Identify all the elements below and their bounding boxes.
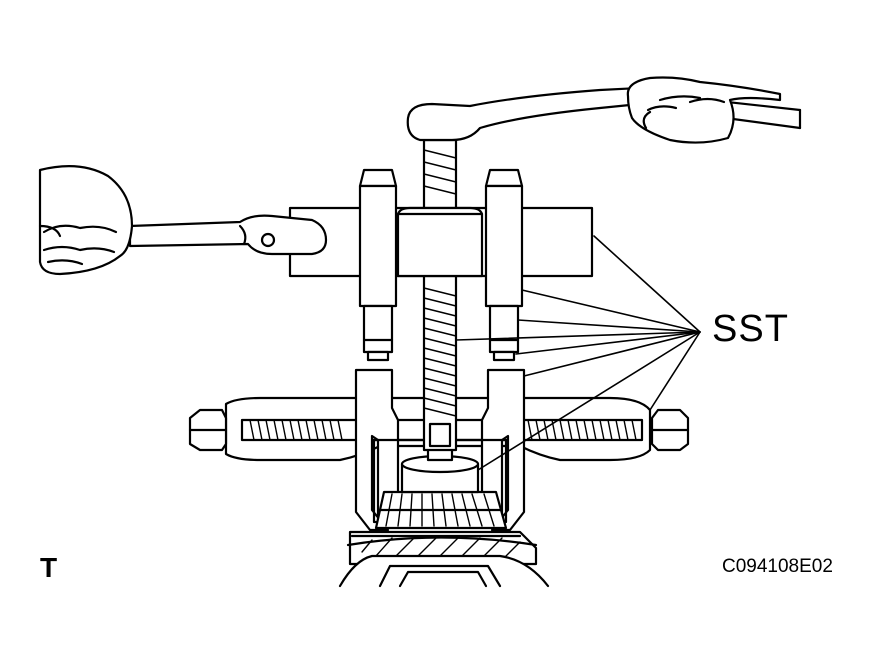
tapered-roller-bearing	[374, 444, 508, 530]
figure-code: C094108E02	[722, 556, 833, 577]
sst-leader-lines	[455, 235, 701, 471]
view-letter: T	[40, 552, 58, 583]
left-wrench-and-hand	[38, 165, 328, 276]
puller-yoke	[288, 168, 594, 362]
differential-housing	[338, 530, 550, 588]
puller-jaws	[354, 368, 526, 532]
top-wrench-and-hand	[406, 76, 802, 144]
center-screw	[422, 138, 458, 452]
sst-label: SST	[712, 308, 789, 350]
